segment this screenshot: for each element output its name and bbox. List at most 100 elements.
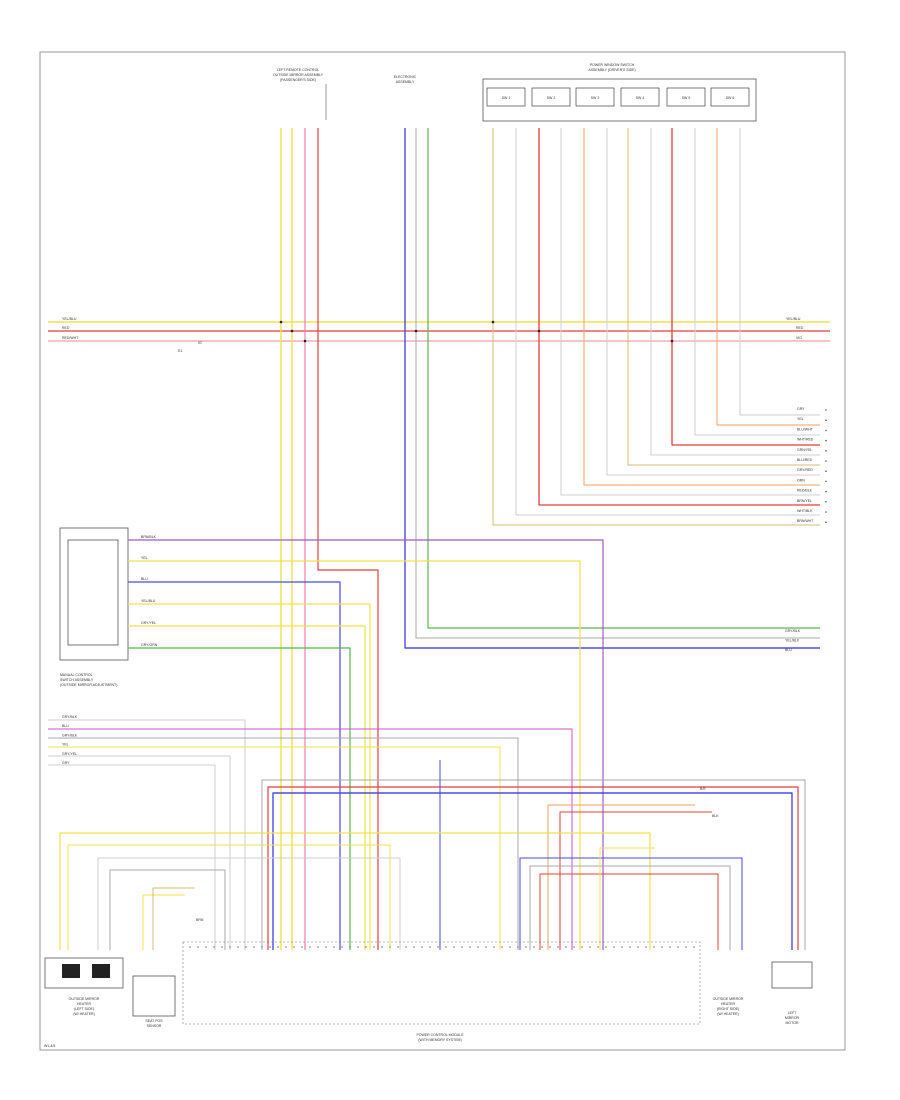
module-pin (693, 946, 695, 948)
bus-connector-ig: IG (198, 341, 202, 345)
module-pin (549, 946, 551, 948)
switch-wire-6 (128, 647, 351, 950)
loop-yel-3 (142, 894, 185, 950)
relay-label-4: SW 4 (636, 96, 645, 100)
module-pin (229, 946, 231, 948)
left-label-wire-3 (48, 737, 519, 950)
left-mirror-label-1: OUTSIDE MIRROR (69, 997, 100, 1001)
left-mirror-heater-box (44, 957, 124, 989)
loop-right-gray (529, 865, 731, 950)
left-wire-label-5: GRY/YEL (62, 752, 77, 756)
bottom-sensor: SEAT POS SENSOR (132, 975, 176, 1028)
wire-relay-8 (650, 128, 820, 456)
module-pin (197, 946, 199, 948)
top-center-module-line2: ASSEMBLY (396, 80, 415, 84)
relay-label-3: SW 3 (591, 96, 600, 100)
module-pin (405, 946, 407, 948)
left-label-wire-2 (48, 728, 573, 950)
module-pin (669, 946, 671, 948)
module-pin (493, 946, 495, 948)
right-terminal (825, 480, 827, 483)
route-orange (547, 804, 695, 950)
module-pin (413, 946, 415, 948)
relay-6 (710, 87, 750, 107)
module-pin (597, 946, 599, 948)
right-wire-label-9: RED/BLK (797, 489, 813, 493)
module-pin (349, 946, 351, 948)
module-pin (621, 946, 623, 948)
right-mirror-label-1: OUTSIDE MIRROR (713, 997, 744, 1001)
wire-relay-12 (739, 128, 820, 416)
top-left-module-line3: (PASSENGER'S SIDE) (280, 78, 316, 82)
module-pin (605, 946, 607, 948)
left-heater-element-2 (92, 964, 110, 978)
module-pin (397, 946, 399, 948)
switch-wire-label-6: GRY/GRN (141, 643, 158, 647)
left-label-wire-4 (48, 746, 501, 950)
module-pin (477, 946, 479, 948)
wire-relay-10 (694, 128, 820, 436)
relay-label-5: SW 5 (682, 96, 691, 100)
right-wire-label-5: GRN/YEL (797, 448, 812, 452)
module-pin (245, 946, 247, 948)
route-outer-gray (261, 779, 806, 950)
right-wire-label-lower-3: BLU (785, 648, 792, 652)
top-right-module-line1: POWER WINDOW SWITCH (590, 63, 635, 67)
right-terminal (825, 450, 827, 452)
switch-wire-3 (128, 581, 341, 950)
module-pin (573, 946, 575, 948)
right-terminal (825, 511, 827, 513)
switch-wire-label-4: YEL/BLU (141, 599, 156, 603)
right-wire-label-3: BLU/WHT (797, 427, 814, 431)
bus-junction-6 (537, 329, 541, 333)
main-module-label-1: POWER CONTROL MODULE (416, 1033, 464, 1037)
left-heater-element-1 (62, 964, 80, 978)
module-pin (317, 946, 319, 948)
top-center-module-line1: ELECTRONIC (394, 75, 417, 79)
bus-labels-left: YEL/BLU RED RED/WHT E1 IG (62, 317, 202, 353)
relay-block (482, 78, 757, 122)
wire-c-1 (404, 128, 820, 649)
left-label-wire-5 (48, 755, 231, 950)
right-terminal (825, 521, 827, 523)
top-right-module-line2: ASSEMBLY (DRIVER'S SIDE) (588, 68, 635, 72)
module-pin (341, 946, 343, 948)
top-left-module: LEFT REMOTE CONTROL OUTSIDE MIRROR ASSEM… (273, 68, 327, 120)
relay-label-2: SW 2 (547, 96, 556, 100)
right-terminal (825, 490, 827, 493)
module-pin (237, 946, 239, 948)
loop-yel-1 (59, 832, 651, 950)
module-pin (541, 946, 543, 948)
wire-relay-1 (492, 128, 820, 526)
right-wire-label-12: BRN/WHT (797, 519, 814, 523)
bottom-main-module: POWER CONTROL MODULE (WITH MEMORY SYSTEM… (182, 918, 701, 1042)
top-right-module: POWER WINDOW SWITCH ASSEMBLY (DRIVER'S S… (482, 63, 757, 122)
right-terminal (825, 470, 827, 473)
left-wire-label-1: GRY/BLK (62, 715, 78, 719)
switch-wire-label-5: GRY/YEL (141, 621, 156, 625)
splice-label-2: B/S (700, 787, 706, 791)
bus-lines (48, 321, 830, 342)
switch-inner (67, 539, 119, 646)
loop-right-red (539, 873, 719, 950)
right-wire-labels: GRYYELBLU/WHTWHT/REDGRN/YELBLU/REDGRY/RE… (785, 407, 814, 652)
wire-relay-2 (515, 128, 820, 516)
sensor-label-1: SEAT POS (145, 1019, 163, 1023)
module-pin (373, 946, 375, 948)
right-terminal (825, 419, 827, 422)
switch-label-2: SWITCH ASSEMBLY (60, 678, 94, 682)
loop-yel-2 (67, 844, 391, 950)
loop-tan (152, 887, 195, 950)
module-pin (437, 946, 439, 948)
bus-junction-3 (303, 339, 307, 343)
loop-right-yel (599, 847, 655, 950)
module-pin (461, 946, 463, 948)
bus-right-label-3: VIO (796, 336, 802, 340)
wire-c-2 (415, 128, 820, 639)
switch-wire-1 (128, 539, 604, 950)
left-wire-label-3: GRY/BLK (62, 733, 78, 737)
module-pin (277, 946, 279, 948)
module-pin (269, 946, 271, 948)
